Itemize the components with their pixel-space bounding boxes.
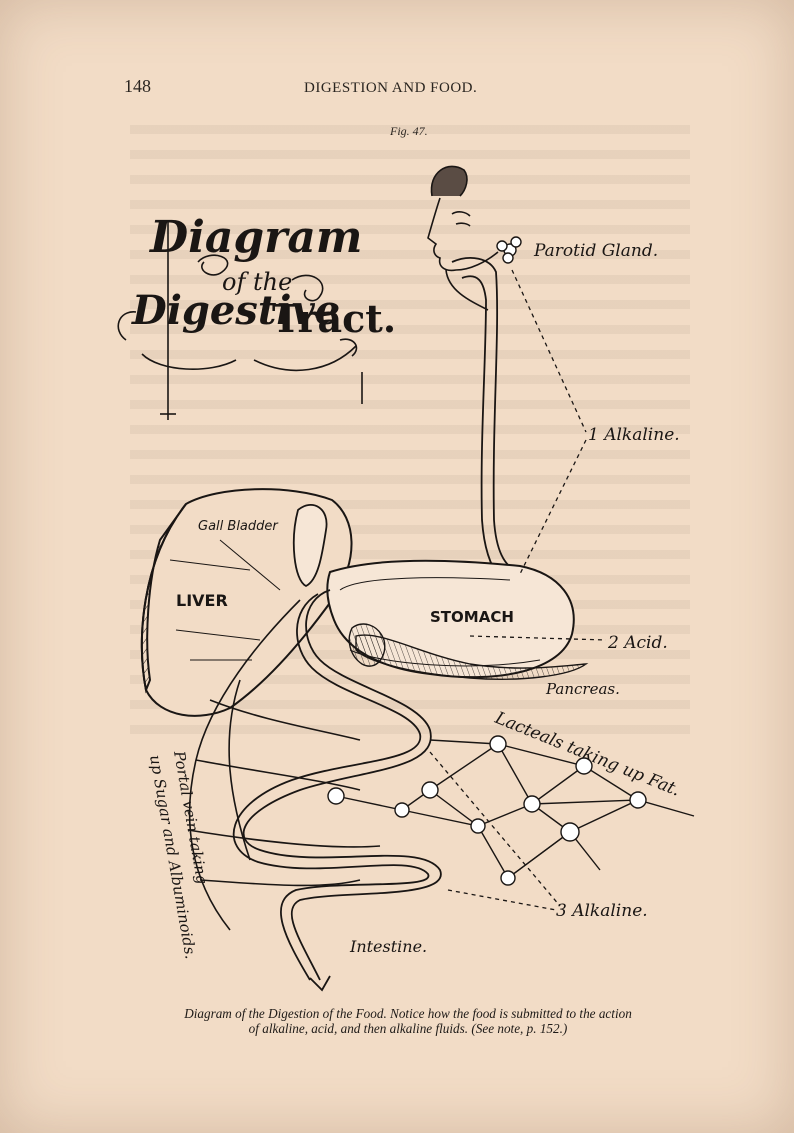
portal-vein-network <box>187 599 381 931</box>
title-word-tract: Tract. <box>272 296 396 341</box>
label-stomach: STOMACH <box>430 608 514 626</box>
lacteal-node <box>500 870 516 886</box>
lacteals <box>327 735 695 886</box>
lacteal-node <box>421 781 439 799</box>
lacteal-node <box>489 735 507 753</box>
lacteal-node <box>394 802 410 818</box>
figure-number: Fig. 47. <box>390 124 428 138</box>
lacteal-node <box>523 795 541 813</box>
label-alkaline-3: 3 Alkaline. <box>556 901 648 921</box>
caption-line-2: of alkaline, acid, and then alkaline flu… <box>248 1021 568 1036</box>
label-lacteals: Lacteals taking up Fat. <box>491 708 683 801</box>
figure-caption: Diagram of the Digestion of the Food. No… <box>118 1006 698 1036</box>
lacteal-node <box>560 822 580 842</box>
intestine <box>232 589 442 992</box>
label-liver: LIVER <box>176 591 228 610</box>
ornamental-title: Diagram of the Tract. Digestive <box>117 212 396 420</box>
caption-line-1: Diagram of the Digestion of the Food. No… <box>184 1006 632 1021</box>
title-word-digestive: Digestive <box>131 287 340 334</box>
label-intestine: Intestine. <box>349 937 427 956</box>
pancreas <box>348 623 589 680</box>
lacteal-node <box>327 787 345 805</box>
leader-lines <box>429 269 607 911</box>
label-gall-bladder: Gall Bladder <box>198 519 279 534</box>
lacteal-node <box>575 757 593 775</box>
gall-bladder <box>293 504 328 588</box>
title-word-diagram: Diagram <box>148 212 362 263</box>
lacteal-node <box>470 818 486 834</box>
title-flourishes <box>117 220 363 420</box>
parotid-gland <box>496 236 522 264</box>
label-parotid-gland: Parotid Gland. <box>533 241 658 261</box>
label-pancreas: Pancreas. <box>545 680 620 698</box>
head-illustration <box>427 165 499 311</box>
running-head: DIGESTION AND FOOD. <box>304 80 478 96</box>
label-acid: 2 Acid. <box>607 633 668 653</box>
title-word-of-the: of the <box>222 268 292 296</box>
lacteal-node <box>629 791 647 809</box>
label-alkaline-1: 1 Alkaline. <box>588 425 680 445</box>
esophagus <box>451 257 519 579</box>
page-header: 148 DIGESTION AND FOOD. <box>124 76 694 100</box>
page-number: 148 <box>124 76 151 96</box>
